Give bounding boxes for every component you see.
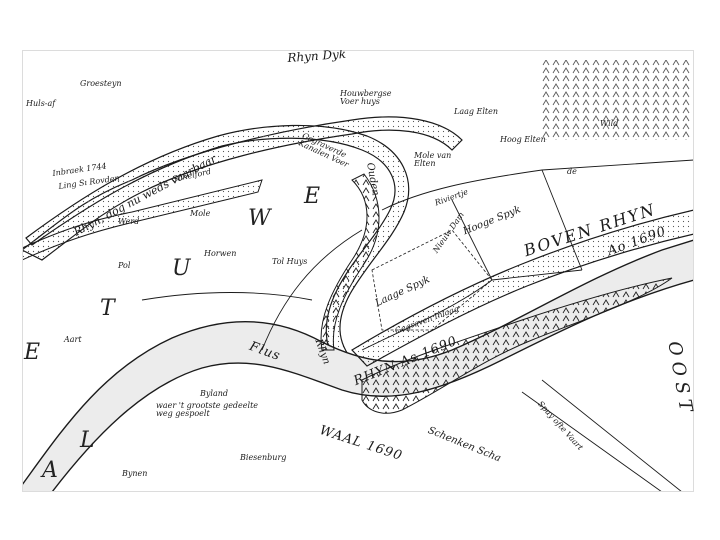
inner-rhyn-arc xyxy=(320,173,380,351)
label-huls-af: Huls-af xyxy=(26,99,56,108)
label-houwbergse: Houwbergse Voer huys xyxy=(340,89,392,106)
map-frame: Rhyn Dyk Groesteyn Huls-af Inbraek 1744 … xyxy=(22,50,694,492)
label-bynen: Bynen xyxy=(122,469,148,478)
region-letter-u: U xyxy=(172,256,191,281)
region-letter-a: A xyxy=(42,458,58,483)
laage-spyk-polder xyxy=(371,229,493,331)
label-wild: Wild xyxy=(600,119,619,128)
region-letter-l: L xyxy=(80,428,95,453)
label-byland-note: waer 't grootste gedeelte weg gespoelt xyxy=(156,401,259,418)
label-mole-van-elten: Mole van Elten xyxy=(414,151,452,168)
label-mole: Mole xyxy=(190,209,211,218)
label-de: de xyxy=(567,167,577,176)
label-aart: Aart xyxy=(64,335,82,344)
region-letter-e2: E xyxy=(24,340,41,365)
label-werd: Werd xyxy=(118,217,140,226)
boven-rhyn-branch xyxy=(351,209,694,367)
rhine-channel-lower-left xyxy=(22,179,263,261)
region-letter-t: T xyxy=(100,296,115,321)
label-pol: Pol xyxy=(118,261,131,270)
map-drawing xyxy=(22,50,694,492)
reed-field xyxy=(542,60,692,140)
region-letter-e1: E xyxy=(304,184,321,209)
region-letter-w: W xyxy=(248,206,271,231)
label-tol-huys: Tol Huys xyxy=(272,257,308,266)
label-biesenburg: Biesenburg xyxy=(240,453,287,462)
label-horwen: Horwen xyxy=(204,249,237,258)
marsh-island xyxy=(361,277,673,414)
label-groesteyn: Groesteyn xyxy=(80,79,122,88)
label-laag-elten: Laag Elten xyxy=(454,107,499,116)
label-hoog-elten: Hoog Elten xyxy=(500,135,546,144)
dyke-roads xyxy=(141,159,694,492)
label-byland: Byland xyxy=(200,389,228,398)
